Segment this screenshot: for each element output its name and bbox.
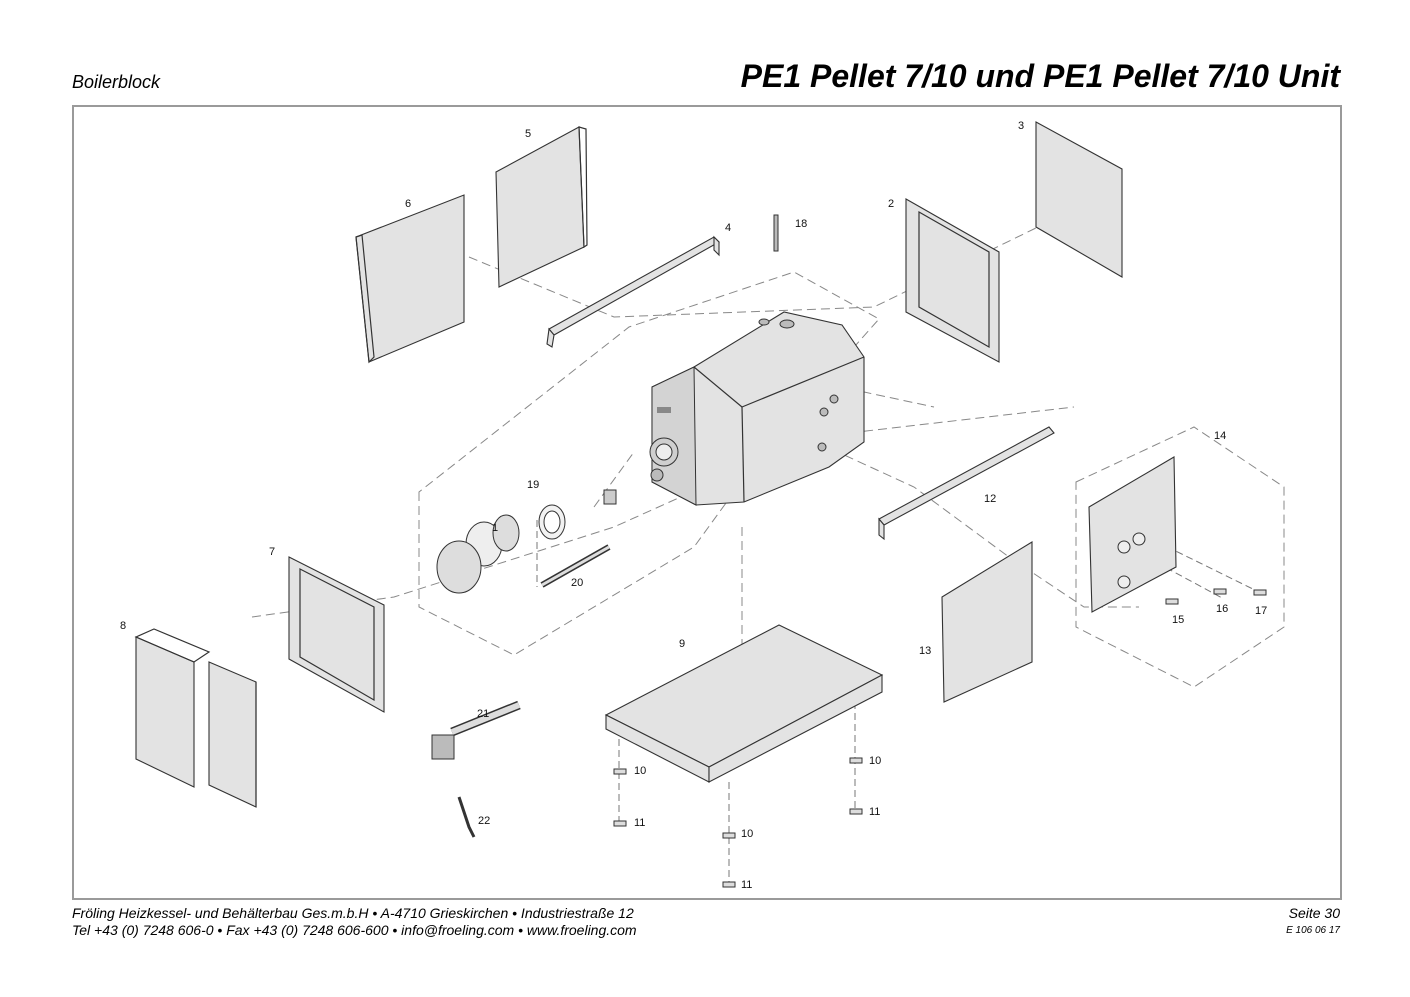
label-20: 20: [571, 577, 583, 589]
page-number: Seite 30: [1288, 905, 1340, 921]
part-labels: 1 2 3 4 5 6 7 8 9 10 10 10 11 11 11 12 1…: [120, 120, 1267, 891]
label-7: 7: [269, 546, 275, 558]
burner-components: [436, 489, 617, 594]
exploded-view-frame: 1 2 3 4 5 6 7 8 9 10 10 10 11 11 11 12 1…: [72, 105, 1342, 900]
part-5-rear-panel: [495, 126, 588, 288]
footer-contact: Tel +43 (0) 7248 606-0 • Fax +43 (0) 724…: [72, 922, 637, 938]
label-15: 15: [1172, 614, 1184, 626]
label-12: 12: [984, 493, 996, 505]
part-21-heating-element: [431, 700, 521, 760]
part-12-rail: [878, 426, 1055, 541]
label-10c: 10: [869, 755, 881, 767]
label-22: 22: [478, 815, 490, 827]
label-4: 4: [725, 222, 731, 234]
label-2: 2: [888, 198, 894, 210]
label-18: 18: [795, 218, 807, 230]
label-1: 1: [492, 522, 498, 534]
part-13-panel: [941, 541, 1033, 703]
label-11c: 11: [869, 806, 880, 818]
part-3-panel: [1035, 121, 1123, 278]
exploded-view-diagram: 1 2 3 4 5 6 7 8 9 10 10 10 11 11 11 12 1…: [120, 120, 1285, 891]
part-8-door: [134, 628, 257, 808]
feet: [613, 757, 863, 888]
part-18-rod: [773, 214, 779, 252]
part-22-tool: [457, 796, 476, 838]
page-title: PE1 Pellet 7/10 und PE1 Pellet 7/10 Unit: [740, 58, 1340, 94]
label-16: 16: [1216, 603, 1228, 615]
label-17: 17: [1255, 605, 1267, 617]
label-3: 3: [1018, 120, 1024, 132]
label-19: 19: [527, 479, 539, 491]
part-4-rail: [546, 235, 720, 348]
part-6-side-panel: [355, 194, 465, 364]
label-13: 13: [919, 645, 931, 657]
part-14-assembly: [1075, 426, 1285, 688]
label-9: 9: [679, 638, 685, 650]
boiler-body: [649, 311, 865, 506]
part-9-base-frame: [604, 624, 884, 783]
footer-company-address: Fröling Heizkessel- und Behälterbau Ges.…: [72, 905, 634, 921]
label-8: 8: [120, 620, 126, 632]
label-10a: 10: [634, 765, 646, 777]
part-7-front-frame: [288, 556, 385, 713]
label-10b: 10: [741, 828, 753, 840]
label-5: 5: [525, 128, 531, 140]
part-2-frame: [905, 198, 1000, 363]
label-11b: 11: [741, 879, 752, 891]
label-11a: 11: [634, 817, 645, 829]
label-14: 14: [1214, 430, 1226, 442]
document-code: E 106 06 17: [1286, 925, 1340, 936]
section-title: Boilerblock: [72, 72, 161, 92]
label-6: 6: [405, 198, 411, 210]
label-21: 21: [477, 708, 489, 720]
